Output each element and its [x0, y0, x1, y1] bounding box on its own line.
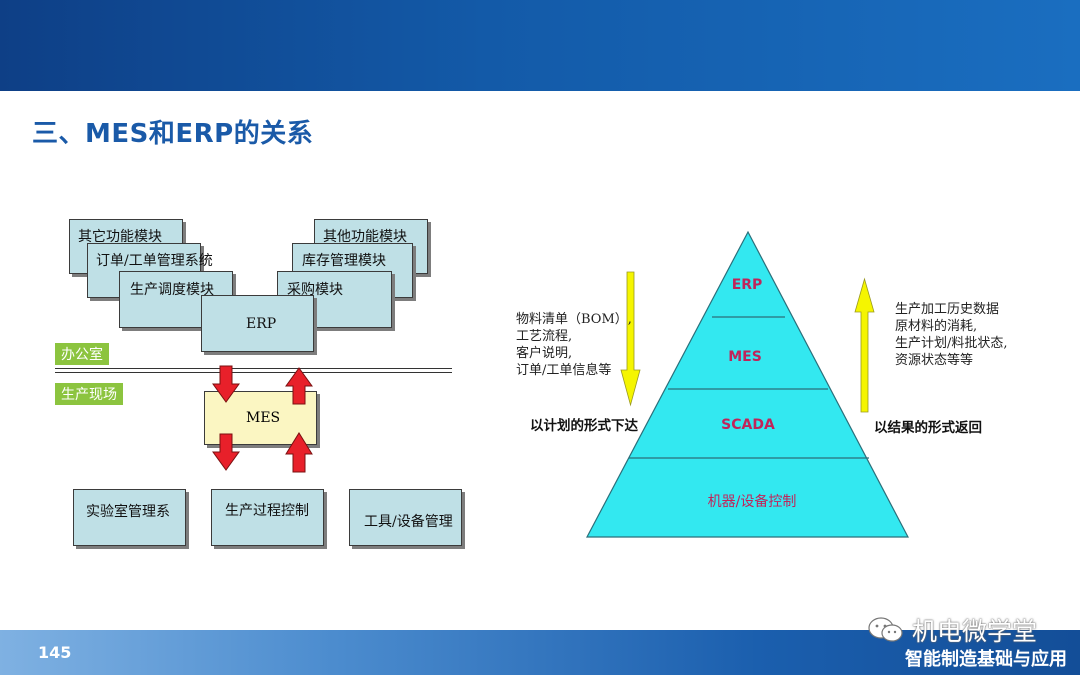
- up-info-text: 生产加工历史数据 原材料的消耗, 生产计划/料批状态, 资源状态等等: [895, 302, 1008, 368]
- up-result-arrow: [854, 277, 875, 413]
- pyramid-body: [586, 230, 909, 538]
- lab-system-box: 实验室管理系: [73, 489, 186, 546]
- tool-equipment-box: 工具/设备管理: [349, 489, 462, 546]
- page-number: 145: [38, 643, 72, 662]
- up-arrow-systems-to-mes: [285, 432, 313, 473]
- zone-floor-label: 生产现场: [55, 383, 123, 405]
- down-plan-arrow: [620, 271, 641, 407]
- pyramid-layer-erp: ERP: [731, 277, 763, 293]
- brand-label: 智能制造基础与应用: [905, 649, 1067, 670]
- down-caption: 以计划的形式下达: [530, 418, 638, 434]
- pyramid-layer-mes: MES: [728, 349, 762, 365]
- pyramid-layer-machine: 机器/设备控制: [707, 494, 797, 510]
- header-bar: [0, 0, 1080, 91]
- watermark-label: 机电微学堂: [912, 617, 1038, 646]
- process-control-box: 生产过程控制: [211, 489, 324, 546]
- down-info-text: 物料清单（BOM）, 工艺流程, 客户说明, 订单/工单信息等: [516, 312, 632, 378]
- up-arrow-mes-to-erp: [285, 367, 313, 405]
- down-arrow-erp-to-mes: [212, 365, 240, 403]
- wechat-icon: [868, 617, 903, 642]
- down-arrow-mes-to-systems: [212, 433, 240, 471]
- zone-divider: [55, 368, 452, 369]
- pyramid-layer-scada: SCADA: [721, 417, 775, 433]
- up-caption: 以结果的形式返回: [874, 420, 982, 436]
- zone-office-label: 办公室: [55, 343, 109, 365]
- pyramid: [586, 230, 909, 538]
- zone-divider-2: [55, 372, 452, 373]
- erp-box: ERP: [201, 295, 314, 352]
- watermark: 机电微学堂: [866, 612, 1037, 648]
- slide-title: 三、MES和ERP的关系: [32, 119, 314, 149]
